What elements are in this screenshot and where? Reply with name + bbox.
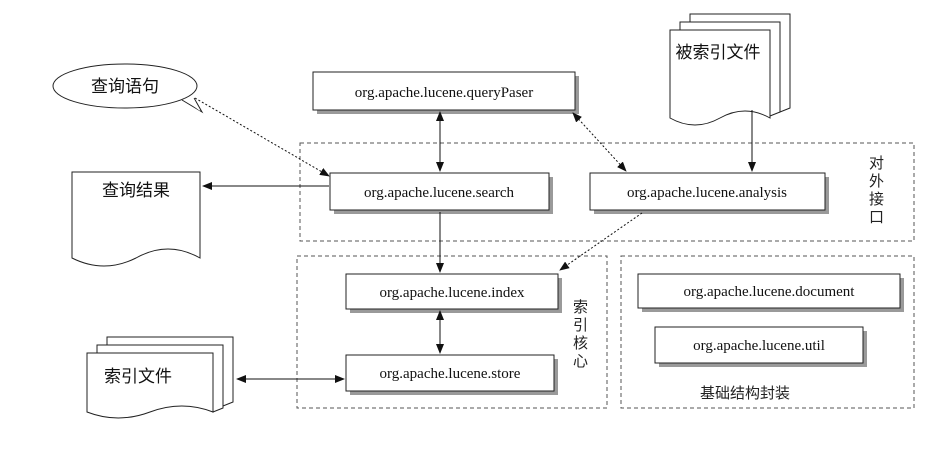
- svg-text:org.apache.lucene.search: org.apache.lucene.search: [364, 185, 515, 201]
- query-statement-node: 查询语句: [52, 63, 204, 114]
- store-box: org.apache.lucene.store: [345, 354, 558, 395]
- svg-text:核: 核: [573, 334, 588, 352]
- document-box: org.apache.lucene.document: [637, 273, 904, 312]
- infrastructure-label: 基础结构封装: [700, 384, 790, 402]
- parser-analysis-edge: [572, 112, 627, 172]
- svg-text:外: 外: [869, 172, 884, 190]
- index-core-region: [296, 255, 608, 409]
- index-core-label: 索 引 核 心: [573, 298, 588, 370]
- svg-text:引: 引: [573, 316, 588, 334]
- svg-text:索引文件: 索引文件: [104, 367, 172, 387]
- svg-text:接: 接: [869, 190, 884, 208]
- svg-text:心: 心: [573, 352, 588, 370]
- search-box: org.apache.lucene.search: [329, 172, 553, 214]
- query-parser-box: org.apache.lucene.queryPaser: [312, 71, 579, 114]
- analysis-box: org.apache.lucene.analysis: [589, 172, 829, 214]
- external-interface-region: [299, 142, 915, 242]
- svg-text:org.apache.lucene.analysis: org.apache.lucene.analysis: [627, 185, 787, 201]
- index-files-node: 索引文件: [86, 336, 234, 419]
- analysis-to-index-edge: [559, 212, 643, 271]
- svg-text:org.apache.lucene.store: org.apache.lucene.store: [380, 366, 521, 382]
- svg-text:org.apache.lucene.index: org.apache.lucene.index: [379, 285, 525, 301]
- indexed-files-node: 被索引文件: [669, 13, 791, 126]
- svg-text:被索引文件: 被索引文件: [676, 43, 761, 63]
- svg-text:对: 对: [869, 154, 884, 172]
- infrastructure-region: [620, 255, 915, 409]
- index-box: org.apache.lucene.index: [345, 273, 562, 313]
- svg-text:org.apache.lucene.queryPaser: org.apache.lucene.queryPaser: [355, 85, 533, 101]
- svg-text:口: 口: [869, 208, 884, 226]
- svg-text:org.apache.lucene.document: org.apache.lucene.document: [684, 284, 856, 300]
- query-to-search-edge: [194, 97, 330, 177]
- svg-text:查询语句: 查询语句: [91, 77, 159, 97]
- svg-text:查询结果: 查询结果: [102, 181, 170, 201]
- query-result-node: 查询结果: [71, 171, 201, 267]
- svg-text:org.apache.lucene.util: org.apache.lucene.util: [693, 338, 825, 354]
- svg-text:索: 索: [573, 298, 588, 316]
- external-interface-label: 对 外 接 口: [869, 154, 884, 226]
- util-box: org.apache.lucene.util: [654, 326, 867, 367]
